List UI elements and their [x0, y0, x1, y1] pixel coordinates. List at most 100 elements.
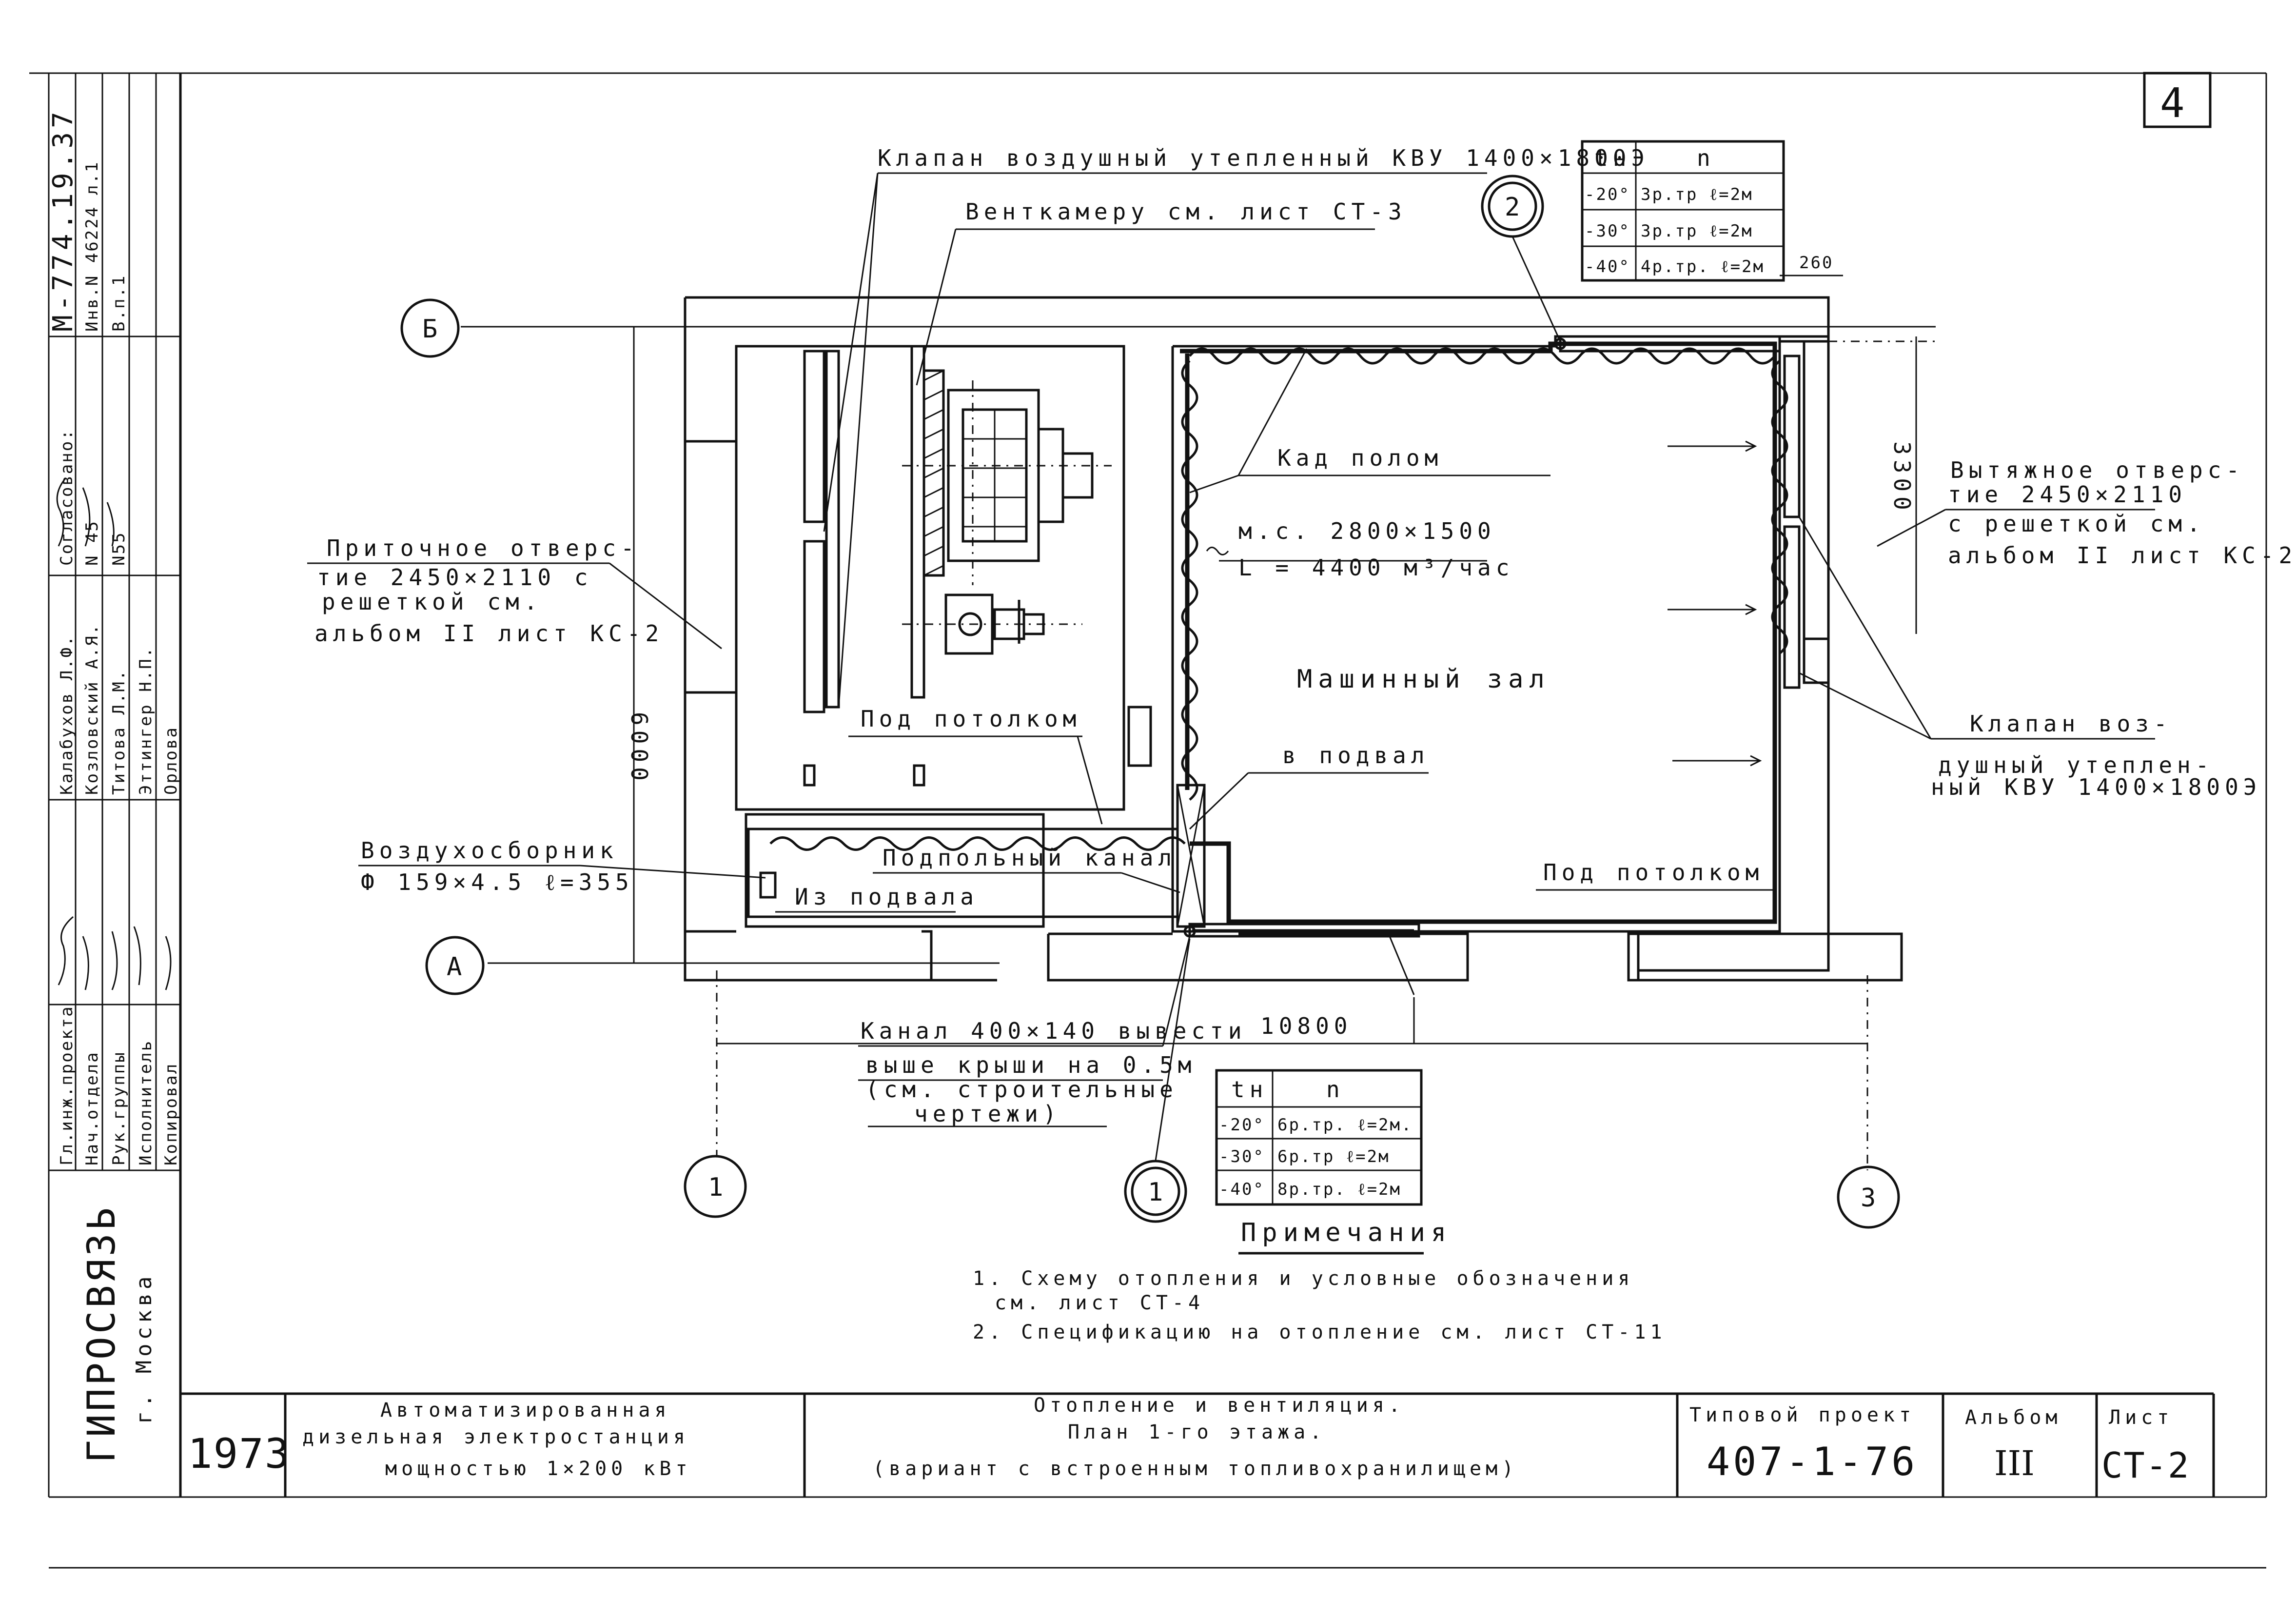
tb-album-value: III	[1994, 1443, 2035, 1483]
tb-object-3: мощностью 1×200 кВт	[385, 1458, 692, 1480]
label-air-collector-1: Воздухосборник	[361, 837, 618, 864]
label-air-collector-2: Ф 159×4.5 ℓ=355	[361, 869, 634, 895]
dim-3300: 3300	[1889, 441, 1915, 515]
table-bottom-r2c1: -30°	[1219, 1147, 1265, 1166]
stamp-name-3: Титова Л.М.	[109, 669, 129, 795]
stamp-role-5: Копировал	[161, 1063, 181, 1165]
label-channel-4: чертежи)	[914, 1101, 1061, 1127]
table-top-r3c2: 4р.тр. ℓ=2м	[1641, 257, 1765, 276]
table-top-r2c2: 3р.тр ℓ=2м	[1641, 221, 1753, 241]
tb-project-number: 407-1-76	[1707, 1439, 1918, 1484]
label-airflow: L = 4400 м³/час	[1238, 554, 1514, 581]
dimensions: 6000 3300 10800 260	[626, 253, 1917, 1039]
dim-260: 260	[1799, 253, 1833, 273]
table-bottom-h1: tн	[1231, 1076, 1268, 1103]
tb-title-1: Отопление и вентиляция.	[1034, 1394, 1405, 1417]
stamp-code: М-774.19.37	[47, 108, 79, 332]
riser-1: 1	[1148, 1178, 1163, 1207]
label-supply-4: альбом II лист КС-2	[314, 620, 664, 647]
label-exhaust-1: Вытяжное отверс-	[1950, 457, 2244, 483]
label-under-ceiling-2: Под потолком	[1543, 859, 1764, 886]
table-top-h1: tн	[1594, 145, 1631, 171]
label-exhaust-2: тие 2450×2110	[1948, 481, 2187, 508]
table-top-r1c2: 3р.тр ℓ=2м	[1641, 185, 1753, 204]
label-kad-polom: Кад полом	[1277, 445, 1443, 471]
stamp-city: г. Москва	[132, 1273, 157, 1424]
table-bottom: tн n -20° 6р.тр. ℓ=2м. -30° 6р.тр ℓ=2м -…	[1215, 1069, 1423, 1206]
table-bottom-r3c1: -40°	[1219, 1180, 1265, 1199]
label-ms: м.с. 2800×1500	[1238, 518, 1496, 544]
stamp-org: ГИПРОСВЯЗЬ	[80, 1204, 124, 1463]
axis-b: Б	[422, 315, 437, 344]
sheet-number-box: 4	[2143, 72, 2212, 128]
table-top-r3c1: -40°	[1585, 257, 1630, 276]
stamp-n55: N55	[109, 532, 129, 566]
stamp-inv: Инв.N 46224	[82, 206, 102, 332]
label-valve-right-3: ный КВУ 1400×1800Э	[1931, 774, 2262, 800]
tb-object-1: Автоматизированная	[380, 1399, 670, 1421]
notes-line-2: см. лист СТ-4	[995, 1292, 1204, 1314]
label-floor-channel: Подпольный канал	[883, 845, 1177, 871]
label-exhaust-4: альбом II лист КС-2	[1948, 542, 2296, 569]
stamp-n45: N 45	[82, 520, 102, 566]
tb-sheet-value: СТ-2	[2101, 1445, 2190, 1486]
side-stamp: М-774.19.37 Инв.N 46224 л.1 Согласовано:…	[47, 73, 181, 1463]
stamp-name-1: Калабухов Л.Ф.	[57, 634, 77, 795]
axis-1: 1	[708, 1173, 723, 1202]
stamp-role-1: Гл.инж.проекта	[57, 1005, 77, 1165]
tb-title-2: План 1-го этажа.	[1068, 1421, 1326, 1443]
stamp-name-4: Эттингер Н.П.	[136, 646, 156, 795]
label-supply-2: тие 2450×2110 с	[317, 564, 592, 591]
table-bottom-r3c2: 8р.тр. ℓ=2м	[1277, 1180, 1401, 1199]
tb-project-label: Типовой проект	[1689, 1404, 1915, 1426]
tb-album-label: Альбом	[1965, 1406, 2062, 1429]
signature-scribbles	[56, 477, 172, 990]
tb-title-3: (вариант с встроенным топливохранилищем)	[873, 1458, 1518, 1480]
grid-axes: Б А 1 3 2 1	[400, 175, 1936, 1229]
table-top-r2c1: -30°	[1585, 221, 1630, 241]
label-valve-right-2: душный утеплен-	[1938, 752, 2214, 778]
table-bottom-h2: n	[1326, 1076, 1345, 1103]
label-valve-right-1: Клапан воз-	[1970, 710, 2172, 737]
label-to-basement: в подвал	[1282, 742, 1430, 769]
table-bottom-r1c1: -20°	[1219, 1115, 1265, 1135]
stamp-inv-value: л.1	[82, 161, 102, 195]
label-supply-3: решеткой см.	[322, 589, 542, 615]
stamp-role-4: Исполнитель	[136, 1040, 156, 1165]
label-machine-hall: Машинный зал	[1297, 665, 1550, 694]
label-channel-1: Канал 400×140 вывести	[861, 1018, 1247, 1044]
label-valve-top: Клапан воздушный утепленный КВУ 1400×180…	[878, 145, 1649, 171]
sheet-frame	[29, 72, 2267, 1569]
notes-line-1: 1. Схему отопления и условные обозначени…	[973, 1267, 1634, 1290]
notes-line-3: 2. Спецификацию на отопление см. лист СТ…	[973, 1321, 1667, 1343]
vent-chamber-equipment	[803, 345, 1112, 713]
label-channel-3: (см. строительные	[865, 1076, 1178, 1103]
title-block: 1973 Автоматизированная дизельная электр…	[188, 1394, 2215, 1497]
stamp-role-3: Рук.группы	[109, 1051, 129, 1165]
table-top-h2: n	[1697, 145, 1715, 171]
table-top-r1c1: -20°	[1585, 185, 1630, 204]
stamp-agreed: Согласовано:	[57, 428, 77, 566]
annotations: Клапан воздушный утепленный КВУ 1400×180…	[307, 145, 2296, 1161]
stamp-role-2: Нач.отдела	[82, 1051, 102, 1165]
table-top: tн n -20° 3р.тр ℓ=2м -30° 3р.тр ℓ=2м -40…	[1581, 140, 1785, 282]
dim-6000: 6000	[626, 712, 652, 786]
stamp-v: В.п.1	[109, 275, 129, 332]
table-bottom-r1c2: 6р.тр. ℓ=2м.	[1277, 1115, 1413, 1135]
label-channel-2: выше крыши на 0.5м	[865, 1052, 1197, 1078]
tb-sheet-label: Лист	[2109, 1406, 2173, 1429]
riser-2: 2	[1505, 193, 1520, 222]
notes: Примечания 1. Схему отопления и условные…	[973, 1218, 1667, 1343]
tb-year: 1973	[188, 1430, 290, 1478]
stamp-name-2: Козловский А.Я.	[82, 623, 102, 795]
label-exhaust-3: с решеткой см.	[1948, 511, 2205, 537]
label-ventchamber: Венткамеру см. лист СТ-3	[965, 198, 1407, 225]
table-bottom-r2c2: 6р.тр ℓ=2м	[1277, 1147, 1390, 1166]
tb-object-2: дизельная электростанция	[302, 1426, 689, 1448]
label-from-basement: Из подвала	[795, 884, 979, 910]
label-supply-1: Приточное отверс-	[327, 535, 639, 561]
axis-a: А	[447, 952, 462, 982]
notes-title: Примечания	[1241, 1218, 1452, 1247]
axis-3: 3	[1861, 1184, 1876, 1213]
